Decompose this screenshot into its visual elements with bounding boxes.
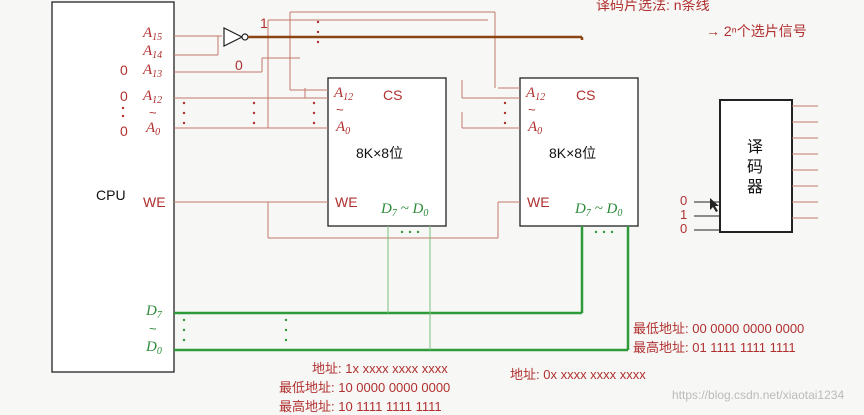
chip2-cs: CS (576, 87, 596, 103)
cpu-pin-a12: A12 (143, 88, 163, 106)
chip2-a0: A0 (528, 119, 543, 137)
decoder-input-1: 1 (680, 207, 688, 222)
cpu-box (51, 1, 175, 373)
cpu-bit-a12: 0 (120, 88, 128, 104)
cpu-pin-a0: A0 (146, 120, 161, 138)
cpu-pin-a13: A13 (143, 62, 163, 80)
chip1-tilde: ~ (336, 102, 344, 117)
chip1-data: D7 ~ D0 (381, 201, 429, 219)
decoder-label: 译 码 器 (747, 139, 764, 196)
chip2-tilde: ~ (528, 102, 536, 117)
ellipsis-dots (121, 20, 507, 125)
cpu-bit-a13: 0 (120, 62, 128, 78)
inverter-gate (223, 27, 249, 47)
cpu-bit-a0: 0 (120, 123, 128, 139)
decoder-input-0: 0 (680, 193, 688, 208)
cpu-pin-d7: D7 (146, 303, 162, 321)
decoder-input-2: 0 (680, 221, 688, 236)
chip1-max-address: 最高地址: 10 1111 1111 1111 (279, 399, 442, 414)
chip2-a12: A12 (526, 85, 546, 103)
decoder-box (719, 99, 793, 233)
cpu-pin-a15: A15 (143, 25, 163, 43)
chip2-address: 地址: 0x xxxx xxxx xxxx (510, 367, 646, 382)
chip2-name: 8K×8位 (549, 145, 597, 161)
chip1-a0: A0 (336, 119, 351, 137)
address-wires (174, 11, 520, 239)
chip1-address: 地址: 1x xxxx xxxx xxxx (312, 361, 448, 376)
cpu-pin-a14: A14 (143, 43, 163, 61)
decoder-outputs (792, 105, 818, 219)
chip1-box (327, 77, 447, 227)
cpu-pin-d0: D0 (146, 339, 162, 357)
cursor-icon (710, 198, 719, 212)
chip1-we: WE (335, 194, 358, 210)
chip1-min-address: 最低地址: 10 0000 0000 0000 (279, 380, 451, 395)
select-method-text: 译码片选法: n条线 (596, 0, 710, 13)
chip2-data: D7 ~ D0 (575, 201, 623, 219)
chip2-min-address: 最低地址: 00 0000 0000 0000 (633, 321, 805, 336)
watermark: https://blog.csdn.net/xiaotai1234 (672, 388, 845, 402)
decoder-inputs (694, 201, 720, 231)
cpu-pin-tilde: ~ (149, 105, 157, 120)
chip1-cs: CS (383, 87, 403, 103)
result-text: → 2ⁿ个选片信号 (706, 23, 807, 39)
cpu-label: CPU (96, 187, 126, 203)
cpu-pin-we: WE (143, 194, 166, 210)
bus-dots (182, 230, 614, 342)
cpu-pin-tilde-d: ~ (149, 321, 157, 336)
chip1-a12: A12 (334, 85, 354, 103)
inverter-out-value: 1 (260, 15, 268, 31)
chip2-box (519, 77, 639, 227)
chip1-name: 8K×8位 (356, 145, 404, 161)
chip2-max-address: 最高地址: 01 1111 1111 1111 (633, 340, 796, 355)
direct-value: 0 (235, 57, 243, 73)
data-bus (174, 226, 630, 352)
chip2-we: WE (527, 194, 550, 210)
